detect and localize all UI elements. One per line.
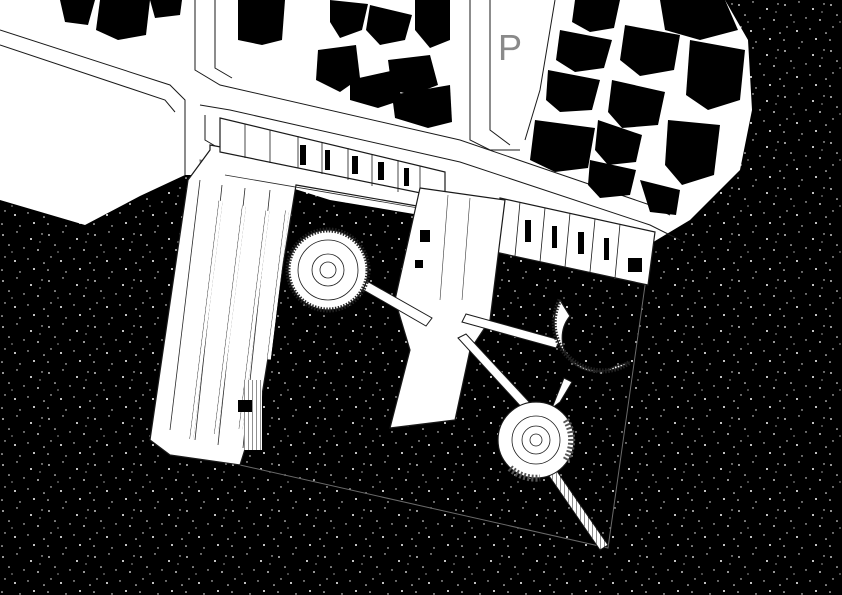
pavilion-west — [285, 227, 371, 313]
city-blocks — [60, 0, 745, 215]
parking-sign-icon: P — [498, 27, 522, 68]
pavilion-south — [497, 401, 576, 482]
parking-building — [149, 144, 441, 466]
walkways — [359, 279, 609, 551]
street-lines — [0, 0, 681, 241]
pavilion-crescent — [551, 298, 632, 374]
east-wing — [494, 197, 656, 286]
central-hall — [389, 187, 506, 429]
